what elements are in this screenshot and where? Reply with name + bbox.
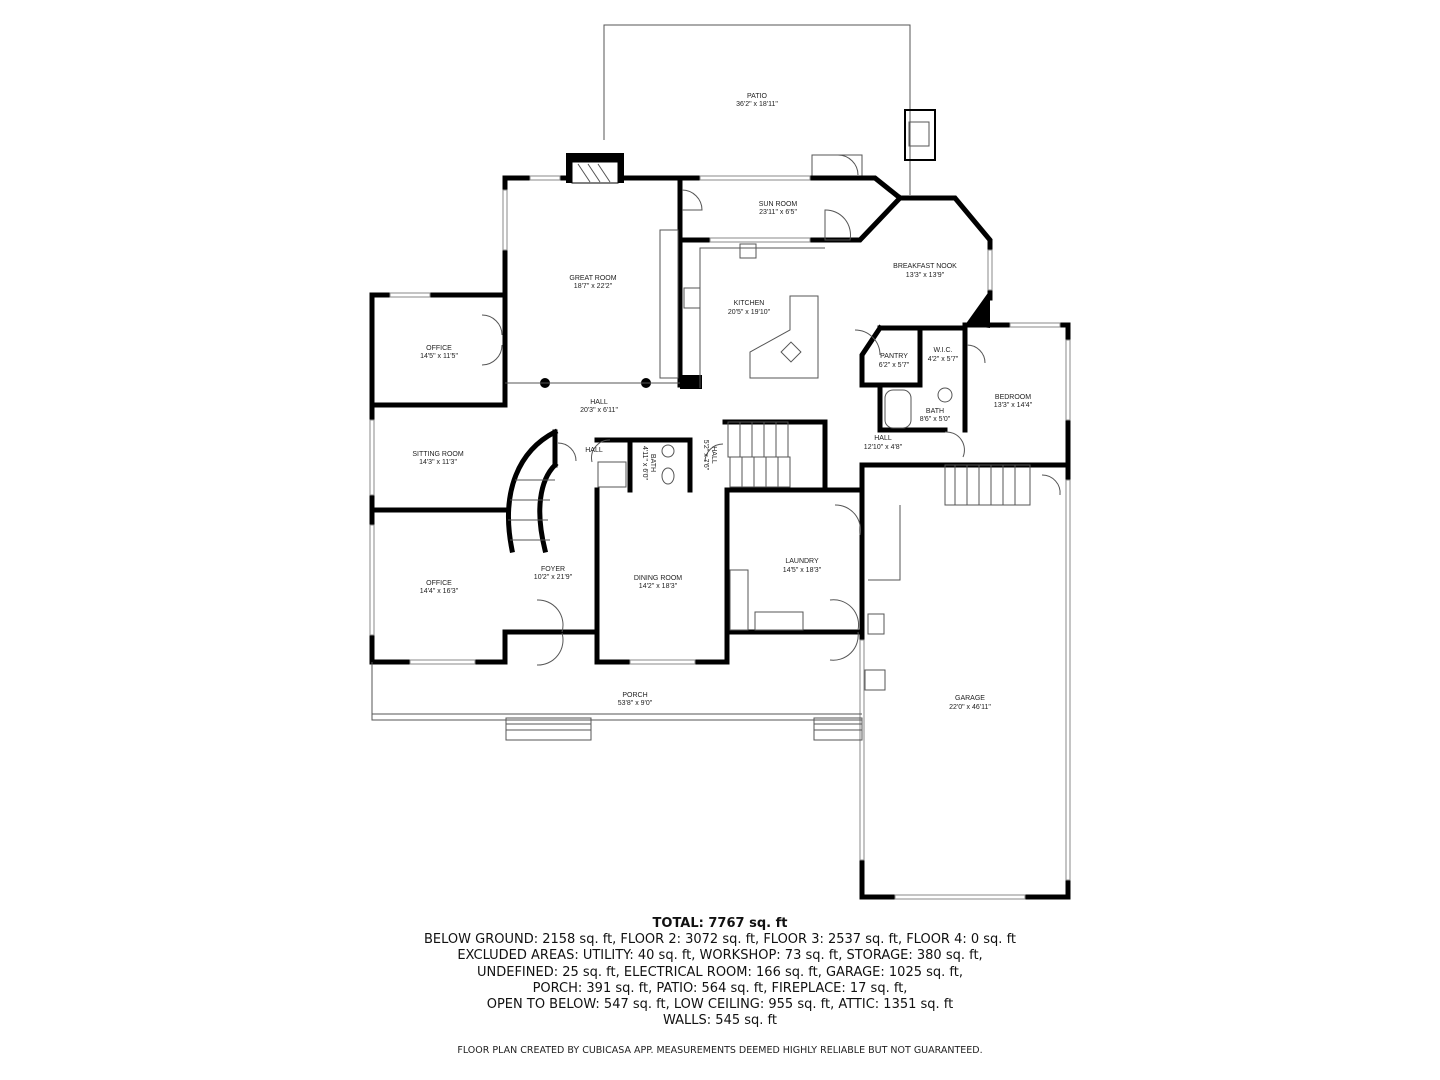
kitchen-fixtures [659,229,825,388]
area-summary: TOTAL: 7767 sq. ft BELOW GROUND: 2158 sq… [0,916,1440,1029]
columns [505,378,680,388]
bath-fixtures [597,387,953,691]
summary-line: BELOW GROUND: 2158 sq. ft, FLOOR 2: 3072… [423,932,1017,948]
patio-outline [603,24,936,195]
room-label-wic: W.I.C.4'2" x 5'7" [928,347,959,363]
credit-note: FLOOR PLAN CREATED BY CUBICASA APP. MEAS… [457,1045,983,1056]
summary-line: PORCH: 391 sq. ft, PATIO: 564 sq. ft, FI… [532,980,908,996]
summary-line: EXCLUDED AREAS: UTILITY: 40 sq. ft, WORK… [457,948,983,964]
porch-outline [371,662,863,741]
stairs [508,421,1031,581]
sink-icon [739,243,757,259]
windows [369,175,1071,900]
summary-line: WALLS: 545 sq. ft [663,1013,777,1029]
fireplace-icon [566,153,624,184]
summary-line: OPEN TO BELOW: 547 sq. ft, LOW CEILING: … [486,997,954,1013]
walls [369,175,1071,900]
total-area: TOTAL: 7767 sq. ft [652,916,788,931]
stove-icon [683,287,701,309]
doors [481,154,1061,666]
room-label-hall-small: HALL [585,447,603,454]
room-label-hall-vertical: HALL5'2" x 7'6" [702,440,717,471]
grill-icon [904,109,936,161]
room-label-half-bath: BATH4'11" x 6'0" [641,446,656,480]
summary-line: UNDEFINED: 25 sq. ft, ELECTRICAL ROOM: 1… [476,964,963,980]
